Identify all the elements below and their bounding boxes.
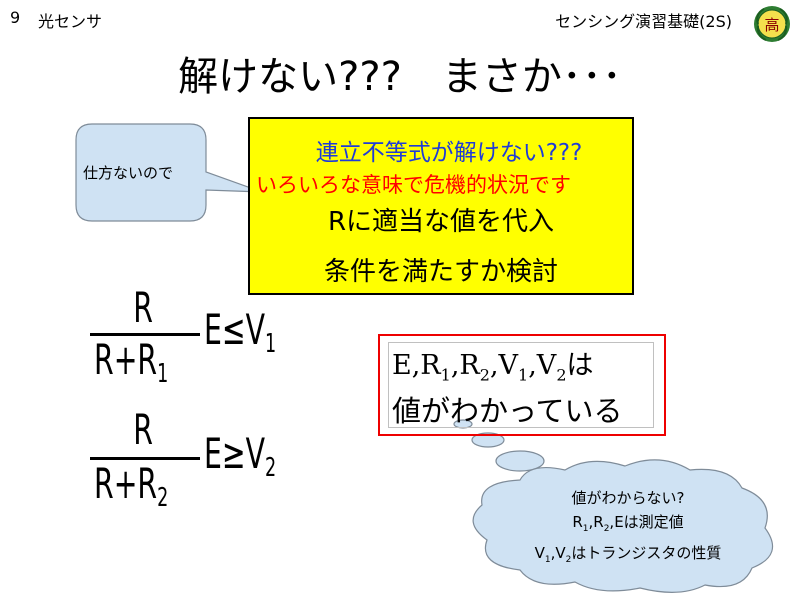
cloud-line-1: 値がわからない? bbox=[571, 489, 685, 507]
known-values-line: 値がわかっている bbox=[392, 394, 623, 428]
check-condition-line: 条件を満たすか検討 bbox=[323, 257, 558, 287]
numerator: R bbox=[133, 405, 153, 454]
thought-dot-large bbox=[495, 450, 545, 472]
callout-text: 仕方ないので bbox=[83, 164, 174, 182]
course-title: センシング演習基礎(2S) bbox=[555, 12, 732, 31]
fraction-bar bbox=[90, 333, 200, 336]
crisis-line: いろいろな意味で危機的状況です bbox=[256, 173, 571, 197]
fraction-bar bbox=[90, 457, 200, 460]
inequality-rhs: E≤V1 bbox=[204, 305, 277, 359]
emblem-glyph: 高 bbox=[764, 16, 779, 34]
denominator: R+R2 bbox=[94, 459, 169, 513]
slide-number: 9 bbox=[10, 8, 21, 27]
thought-cloud-text: 値がわからない? R1,R2,Eは測定値 V1,V2はトランジスタの性質 bbox=[478, 486, 778, 572]
highlight-box: 連立不等式が解けない??? いろいろな意味で危機的状況です Rに適当な値を代入 … bbox=[248, 117, 634, 295]
school-emblem-icon: 高 bbox=[754, 6, 790, 42]
known-variables-line: E,R1,R2,V1,V2は bbox=[392, 350, 594, 385]
slide-title: 解けない??? まさか･･･ bbox=[178, 54, 622, 100]
substitute-line: Rに適当な値を代入 bbox=[327, 207, 555, 237]
cloud-line-2: R1,R2,Eは測定値 bbox=[572, 513, 684, 534]
inequality-rhs: E≥V2 bbox=[204, 429, 277, 483]
known-values-box bbox=[378, 334, 666, 436]
slide-topic: 光センサ bbox=[38, 12, 103, 31]
known-values-inner-box bbox=[388, 342, 654, 428]
denominator: R+R1 bbox=[94, 335, 169, 389]
unsolvable-line: 連立不等式が解けない??? bbox=[315, 140, 583, 166]
numerator: R bbox=[133, 283, 153, 332]
cloud-line-3: V1,V2はトランジスタの性質 bbox=[534, 544, 722, 565]
